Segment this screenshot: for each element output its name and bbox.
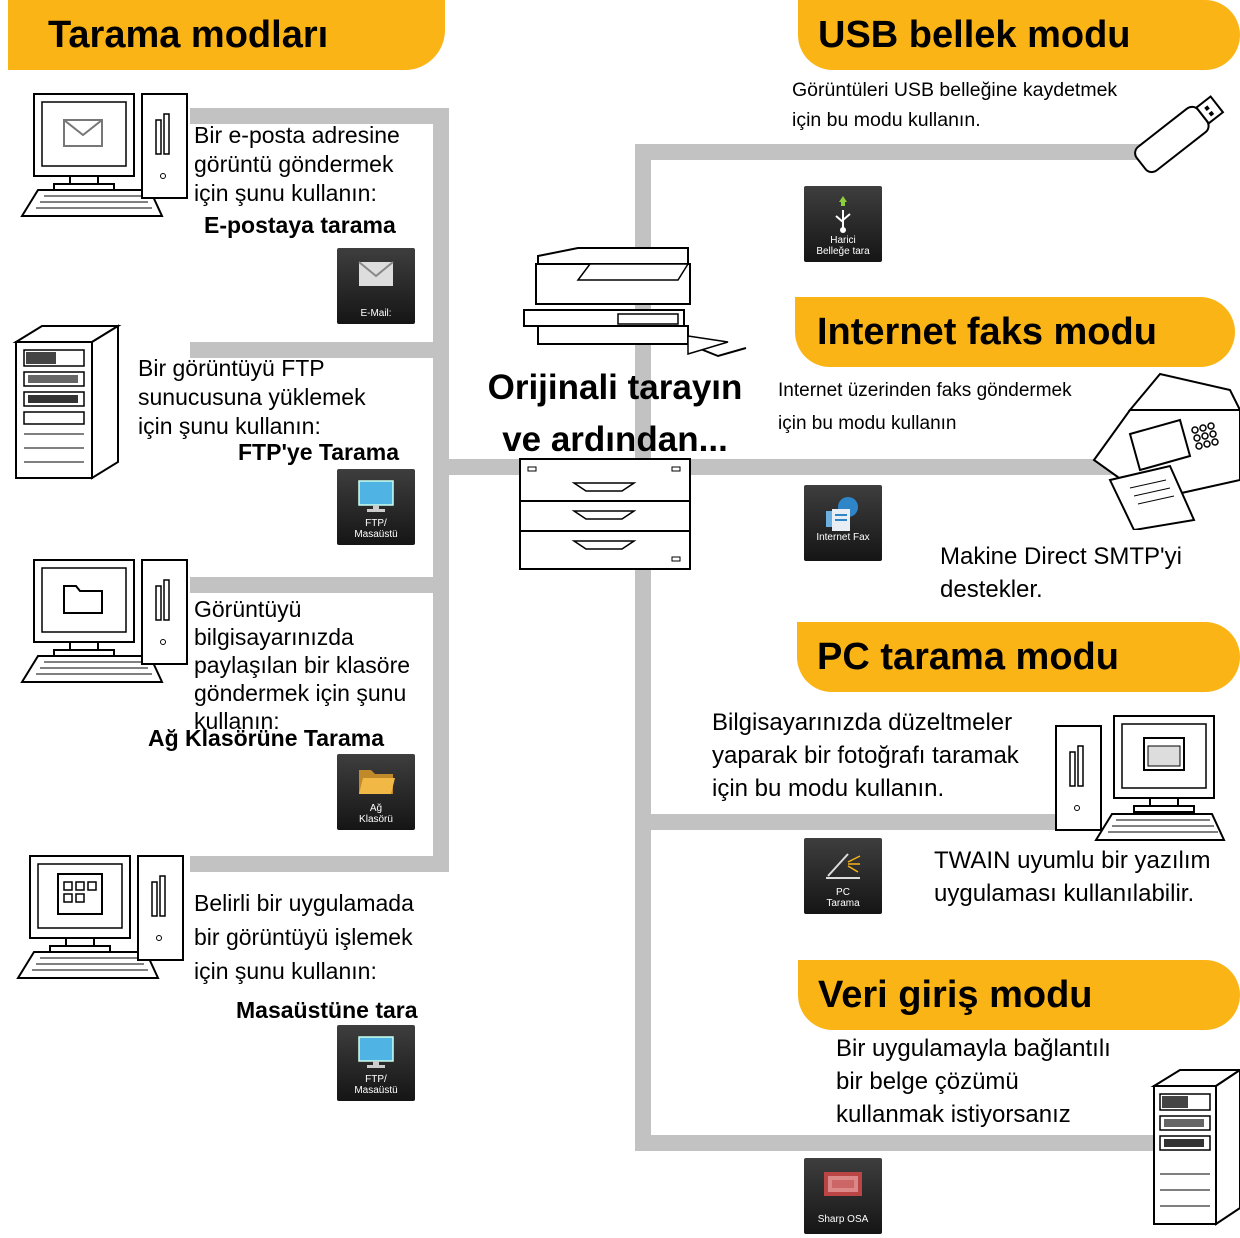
desc-line: kullanmak istiyorsanız	[836, 1101, 1071, 1128]
data-server-icon	[1150, 1068, 1240, 1226]
desc-line: için bu modu kullanın	[778, 413, 957, 434]
desc-line: Bilgisayarınızda düzeltmeler	[712, 709, 1013, 736]
folder-desc: Görüntüyü bilgisayarınızda paylaşılan bi…	[194, 595, 410, 735]
icon-label: Internet Fax	[816, 532, 870, 543]
center-instruction: Orijinali tarayın ve ardından...	[470, 362, 760, 466]
desc-line: Belirli bir uygulamada	[194, 890, 414, 916]
ifax-desc: Internet üzerinden faks göndermek için b…	[778, 374, 1072, 440]
icon-label: FTP/Masaüstü	[354, 518, 398, 540]
pc-note: TWAIN uyumlu bir yazılım uygulaması kull…	[934, 844, 1210, 910]
ifax-mode-header: Internet faks modu	[795, 297, 1235, 367]
pc-desc: Bilgisayarınızda düzeltmeler yaparak bir…	[712, 706, 1019, 805]
desc-line: Bir uygulamayla bağlantılı	[836, 1035, 1111, 1062]
desc-line: Bir e-posta adresine	[194, 122, 400, 148]
desc-line: için şunu kullanın:	[194, 180, 377, 206]
sharp-osa-icon	[824, 1172, 862, 1196]
scanner-icon	[826, 853, 861, 879]
folder-mode-label: Ağ Klasörüne Tarama	[148, 725, 385, 751]
desc-line: paylaşılan bir klasöre	[194, 652, 411, 678]
desc-line: Internet üzerinden faks göndermek	[778, 380, 1072, 401]
fax-machine-icon	[1092, 372, 1240, 530]
printer-base-icon	[519, 458, 691, 570]
note-line: uygulaması kullanılabilir.	[934, 880, 1195, 907]
desc-line: için şunu kullanın:	[138, 413, 321, 439]
computer-email-icon	[20, 93, 188, 217]
desc-line: bilgisayarınızda	[194, 624, 354, 650]
computer-pc-icon	[1055, 715, 1226, 841]
printer-top-icon	[523, 247, 747, 358]
monitor-icon	[358, 1036, 394, 1068]
ftp-desc: Bir görüntüyü FTP sunucusuna yüklemek iç…	[138, 354, 366, 441]
desc-line: yaparak bir fotoğrafı taramak	[712, 742, 1019, 769]
desc-line: göndermek için şunu	[194, 680, 407, 706]
email-mode-label: E-postaya tarama	[204, 212, 396, 238]
note-line: TWAIN uyumlu bir yazılım	[934, 847, 1211, 874]
desktop-mode-icon[interactable]: FTP/Masaüstü	[337, 1025, 415, 1101]
ftp-server-icon	[12, 324, 122, 480]
pc-mode-title: PC tarama modu	[817, 635, 1119, 678]
computer-app-icon	[16, 855, 184, 979]
icon-label: E-Mail:	[360, 308, 392, 319]
desc-line: Görüntüleri USB belleğine kaydetmek	[792, 79, 1118, 101]
computer-folder-icon	[20, 559, 188, 683]
internet-fax-icon	[826, 497, 858, 531]
desc-line: için bu modu kullanın.	[792, 109, 981, 131]
usb-mode-header: USB bellek modu	[798, 0, 1240, 70]
icon-label: Sharp OSA	[817, 1214, 869, 1225]
email-mode-icon[interactable]: E-Mail:	[337, 248, 415, 324]
usb-desc: Görüntüleri USB belleğine kaydetmek için…	[792, 75, 1117, 135]
monitor-icon	[358, 480, 394, 512]
note-line: destekler.	[940, 576, 1043, 603]
usb-stick-icon	[1134, 95, 1225, 174]
folder-icon	[359, 770, 395, 794]
usb-icon	[835, 196, 851, 233]
desc-line: görüntü göndermek	[194, 151, 394, 177]
data-mode-header: Veri giriş modu	[798, 960, 1240, 1030]
ftp-mode-label: FTP'ye Tarama	[238, 439, 399, 465]
ifax-note: Makine Direct SMTP'yi destekler.	[940, 540, 1182, 606]
data-desc: Bir uygulamayla bağlantılı bir belge çöz…	[836, 1032, 1111, 1131]
note-line: Makine Direct SMTP'yi	[940, 543, 1182, 570]
desc-line: sunucusuna yüklemek	[138, 384, 366, 410]
desc-line: Görüntüyü	[194, 596, 302, 622]
pc-mode-header: PC tarama modu	[797, 622, 1240, 692]
ftp-mode-icon[interactable]: FTP/Masaüstü	[337, 469, 415, 545]
desc-line: için bu modu kullanın.	[712, 775, 945, 802]
desc-line: Bir görüntüyü FTP	[138, 355, 325, 381]
email-desc: Bir e-posta adresine görüntü göndermek i…	[194, 121, 400, 208]
ifax-mode-icon[interactable]: Internet Fax	[804, 485, 882, 561]
desc-line: için şunu kullanın:	[194, 958, 377, 984]
desc-line: bir belge çözümü	[836, 1068, 1019, 1095]
sharp-osa-mode-icon[interactable]: Sharp OSA	[804, 1158, 882, 1234]
desktop-desc: Belirli bir uygulamada bir görüntüyü işl…	[194, 886, 414, 988]
desc-line: kullanın:	[194, 708, 280, 734]
scan-modes-title: Tarama modları	[48, 13, 329, 56]
desktop-mode-label: Masaüstüne tara	[236, 997, 418, 1023]
envelope-icon	[358, 261, 394, 286]
center-line-2: ve ardından...	[502, 420, 728, 459]
usb-mode-title: USB bellek modu	[818, 13, 1131, 56]
scan-modes-header: Tarama modları	[8, 0, 445, 70]
desc-line: bir görüntüyü işlemek	[194, 924, 413, 950]
data-mode-title: Veri giriş modu	[818, 973, 1093, 1016]
icon-label: FTP/Masaüstü	[354, 1074, 398, 1096]
ifax-mode-title: Internet faks modu	[817, 310, 1157, 353]
center-line-1: Orijinali tarayın	[487, 368, 743, 407]
